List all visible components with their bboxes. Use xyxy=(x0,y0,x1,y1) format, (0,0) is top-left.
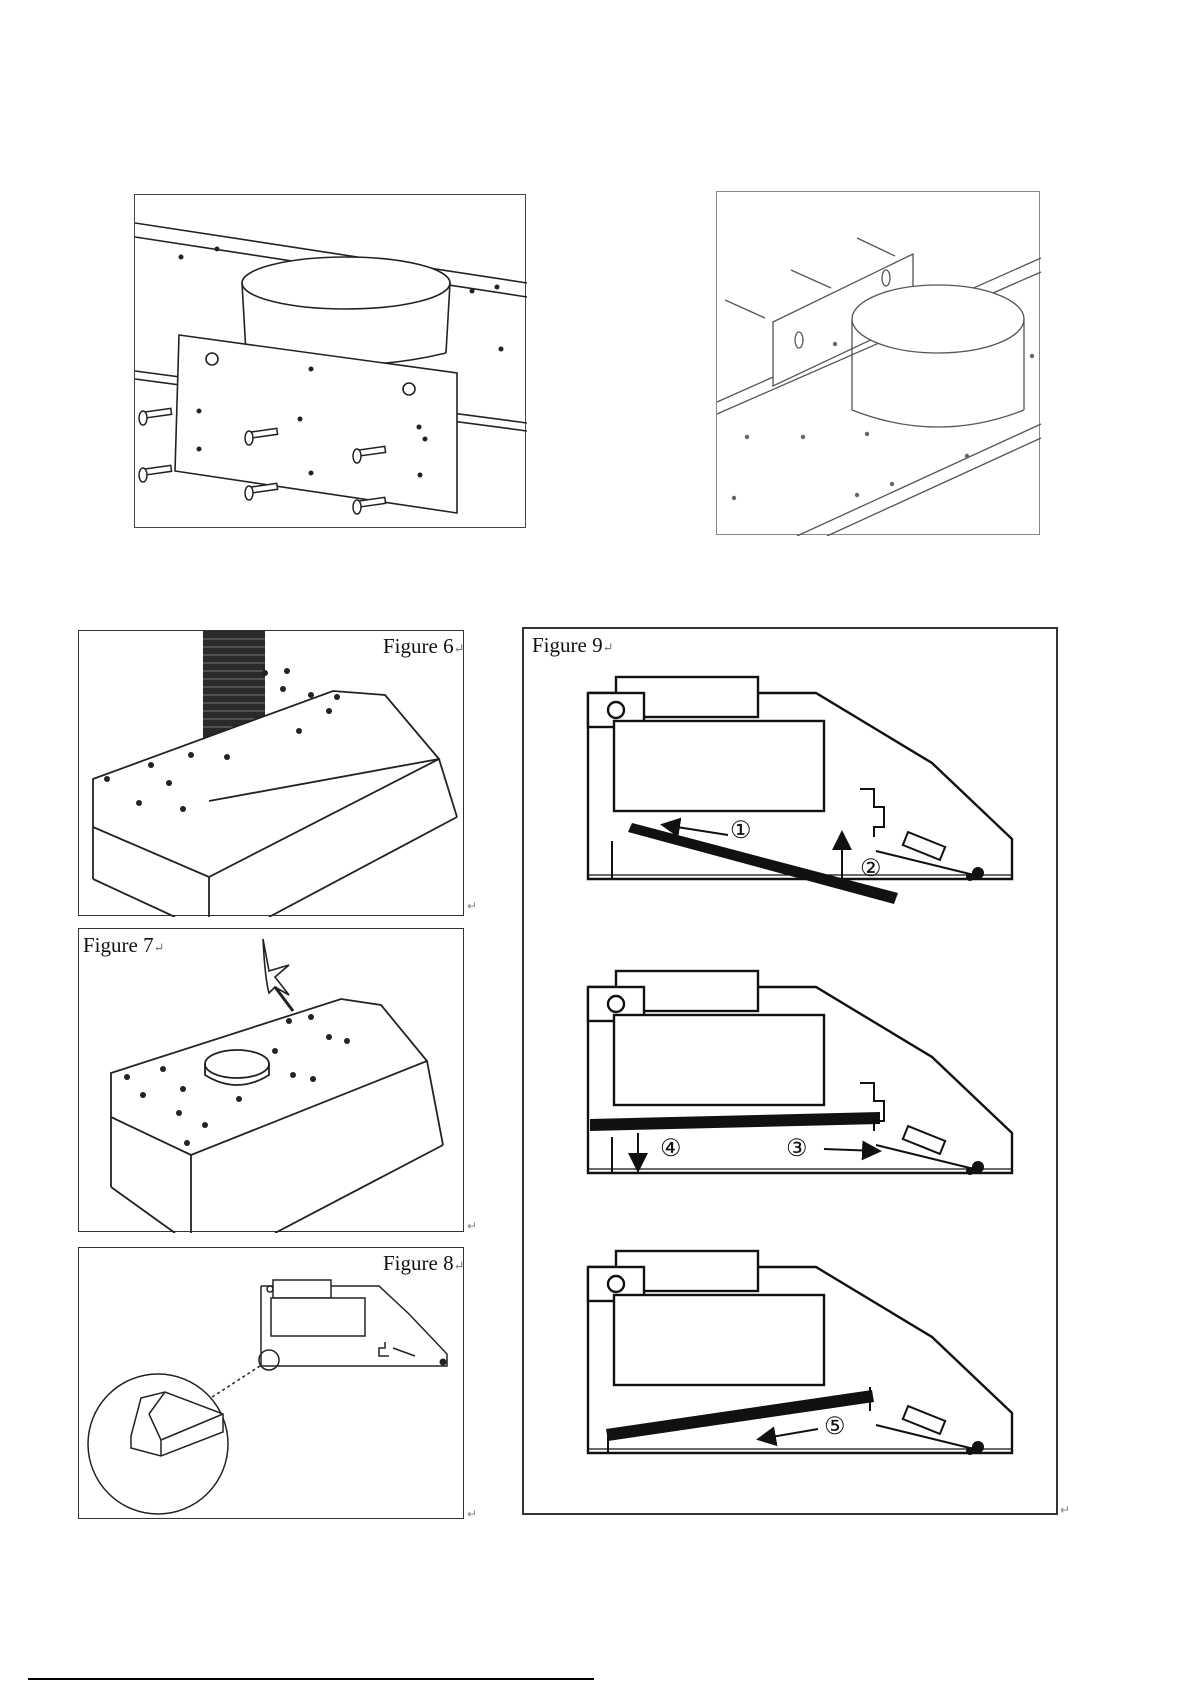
screwdriver-icon xyxy=(263,939,293,1011)
step-5-arrow xyxy=(760,1429,818,1439)
figure-9-drawing xyxy=(524,629,1060,1517)
figure-8-drawing xyxy=(79,1248,465,1520)
duct-collar-illustration xyxy=(716,191,1040,535)
step-5-label: ⑤ xyxy=(824,1415,846,1439)
figure-6-drawing xyxy=(79,631,465,917)
figure-9-stage-1 xyxy=(588,677,1012,879)
step-2-label: ② xyxy=(860,857,882,881)
paragraph-mark: ↵ xyxy=(467,1508,477,1520)
figure-8-caption: Figure 8↵ xyxy=(383,1253,464,1274)
step-3-arrow xyxy=(824,1149,878,1151)
grease-filter-level xyxy=(590,1112,880,1131)
figure-7-drawing xyxy=(79,929,465,1233)
figure-6-caption: Figure 6↵ xyxy=(383,636,464,657)
step-4-label: ④ xyxy=(660,1137,682,1161)
footnote-rule xyxy=(28,1678,594,1680)
mounting-plate-illustration xyxy=(134,194,526,528)
figure-9-panel: Figure 9↵ ① ② ④ ③ ⑤ xyxy=(522,627,1058,1515)
grease-filter-tilted xyxy=(628,823,898,904)
paragraph-mark: ↵ xyxy=(467,900,477,912)
mounting-plate-drawing xyxy=(135,195,527,529)
figure-9-caption: Figure 9↵ xyxy=(532,635,613,656)
figure-6-panel: Figure 6↵ xyxy=(78,630,464,916)
paragraph-mark: ↵ xyxy=(1060,1504,1070,1516)
step-1-label: ① xyxy=(730,819,752,843)
figure-7-caption: Figure 7↵ xyxy=(83,935,164,956)
paragraph-mark: ↵ xyxy=(467,1220,477,1232)
duct-collar-drawing xyxy=(717,192,1041,536)
figure-8-panel: Figure 8↵ xyxy=(78,1247,464,1519)
step-1-arrow xyxy=(664,825,728,835)
step-3-label: ③ xyxy=(786,1137,808,1161)
figure-7-panel: Figure 7↵ xyxy=(78,928,464,1232)
